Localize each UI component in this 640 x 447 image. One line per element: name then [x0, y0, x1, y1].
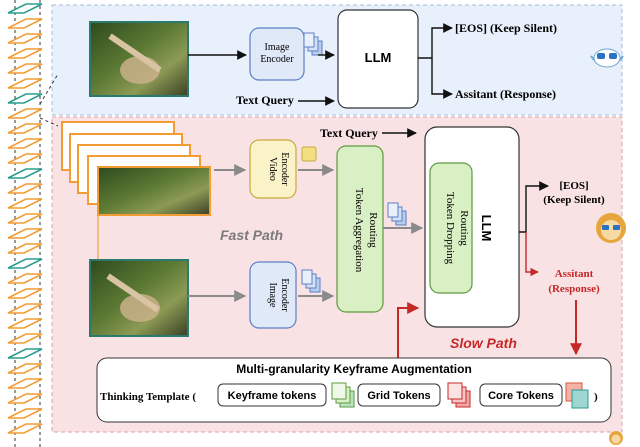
video-frame [97, 166, 211, 216]
strip-frame [7, 363, 43, 374]
strip-frame [7, 168, 43, 179]
bottom-image-encoder-label-1: Image [267, 283, 278, 309]
token-aggregation-routing: Token Aggregation Routing [336, 145, 384, 313]
strip-frame [7, 123, 43, 134]
bottom-keyframe-photo [89, 259, 189, 337]
slow-path-label: Slow Path [450, 335, 517, 351]
strip-frame [7, 378, 43, 389]
top-output-eos: [EOS] (Keep Silent) [455, 21, 557, 35]
bottom-image-encoder-label-2: Encoder [279, 278, 290, 312]
token-dropping-routing: Token Dropping Routing [429, 162, 473, 294]
strip-frame [7, 3, 43, 14]
top-keyframe-photo [89, 21, 189, 97]
thinking-template-prefix: Thinking Template ( [100, 391, 196, 403]
top-text-query-label: Text Query [236, 93, 294, 107]
token-aggregation-label-1: Token Aggregation [353, 188, 365, 273]
strip-frame [7, 93, 43, 104]
top-image-encoder-label-1: Image [265, 42, 291, 53]
robot-mascot-icon [590, 48, 624, 68]
strip-frame [7, 288, 43, 299]
thinking-template-suffix: ) [594, 391, 598, 403]
strip-frame [7, 63, 43, 74]
strip-frame [7, 408, 43, 419]
strip-frame [7, 228, 43, 239]
token-dropping-label-1: Token Dropping [444, 192, 456, 265]
token-aggregation-label-2: Routing [367, 212, 379, 248]
video-encoder-label-1: Video [267, 157, 278, 181]
core-tokens-label: Core Tokens [488, 390, 554, 402]
top-output-response: Assitant (Response) [455, 87, 556, 101]
frame-strip [7, 0, 43, 447]
strip-frame [7, 78, 43, 89]
strip-frame [7, 18, 43, 29]
keyframe-augmentation-box: Multi-granularity Keyframe Augmentation … [96, 357, 612, 423]
strip-frame [7, 333, 43, 344]
strip-frame [7, 273, 43, 284]
strip-frame [7, 183, 43, 194]
strip-frame [7, 303, 43, 314]
bottom-llm-label: LLM [479, 215, 494, 242]
top-llm-box: LLM [337, 9, 419, 109]
grid-token-stack [447, 382, 471, 408]
grid-tokens-label: Grid Tokens [367, 390, 430, 402]
strip-frame [7, 423, 43, 434]
strip-frame [7, 393, 43, 404]
strip-frame [7, 243, 43, 254]
strip-frame [7, 348, 43, 359]
video-encoder-label-2: Encoder [279, 152, 290, 186]
strip-frame [7, 258, 43, 269]
bottom-output-eos-note: (Keep Silent) [543, 194, 605, 206]
bottom-output-response: Assitant [555, 268, 594, 280]
video-frame-stack [61, 121, 211, 216]
top-token-stack [303, 32, 323, 56]
top-llm-label: LLM [365, 50, 392, 65]
bottom-text-query-label: Text Query [320, 126, 378, 140]
bottom-image-token-stack [301, 269, 321, 293]
bottom-image-encoder: Image Encoder [249, 261, 297, 329]
strip-frame [7, 108, 43, 119]
bottom-output-response-note: (Response) [548, 283, 600, 295]
video-token-square [301, 146, 317, 162]
strip-frame [7, 153, 43, 164]
lion-mascot-icon [596, 213, 626, 243]
strip-frame [7, 48, 43, 59]
core-token-stack [565, 382, 589, 409]
keyframe-tokens-label: Keyframe tokens [228, 390, 317, 402]
bottom-output-eos: [EOS] [559, 180, 588, 192]
augmentation-title: Multi-granularity Keyframe Augmentation [236, 362, 472, 376]
keyframe-token-stack [331, 382, 355, 408]
top-image-encoder-label-2: Encoder [260, 54, 294, 65]
small-lion-icon [609, 431, 623, 445]
fast-path-label: Fast Path [220, 227, 283, 243]
strip-frame [7, 138, 43, 149]
strip-frame [7, 33, 43, 44]
top-image-encoder: Image Encoder [249, 27, 305, 81]
aggregated-token-stack [387, 202, 407, 226]
token-dropping-label-2: Routing [458, 210, 470, 246]
strip-frame [7, 213, 43, 224]
strip-frame [7, 318, 43, 329]
strip-frame [7, 198, 43, 209]
video-encoder: Video Encoder [249, 139, 297, 199]
